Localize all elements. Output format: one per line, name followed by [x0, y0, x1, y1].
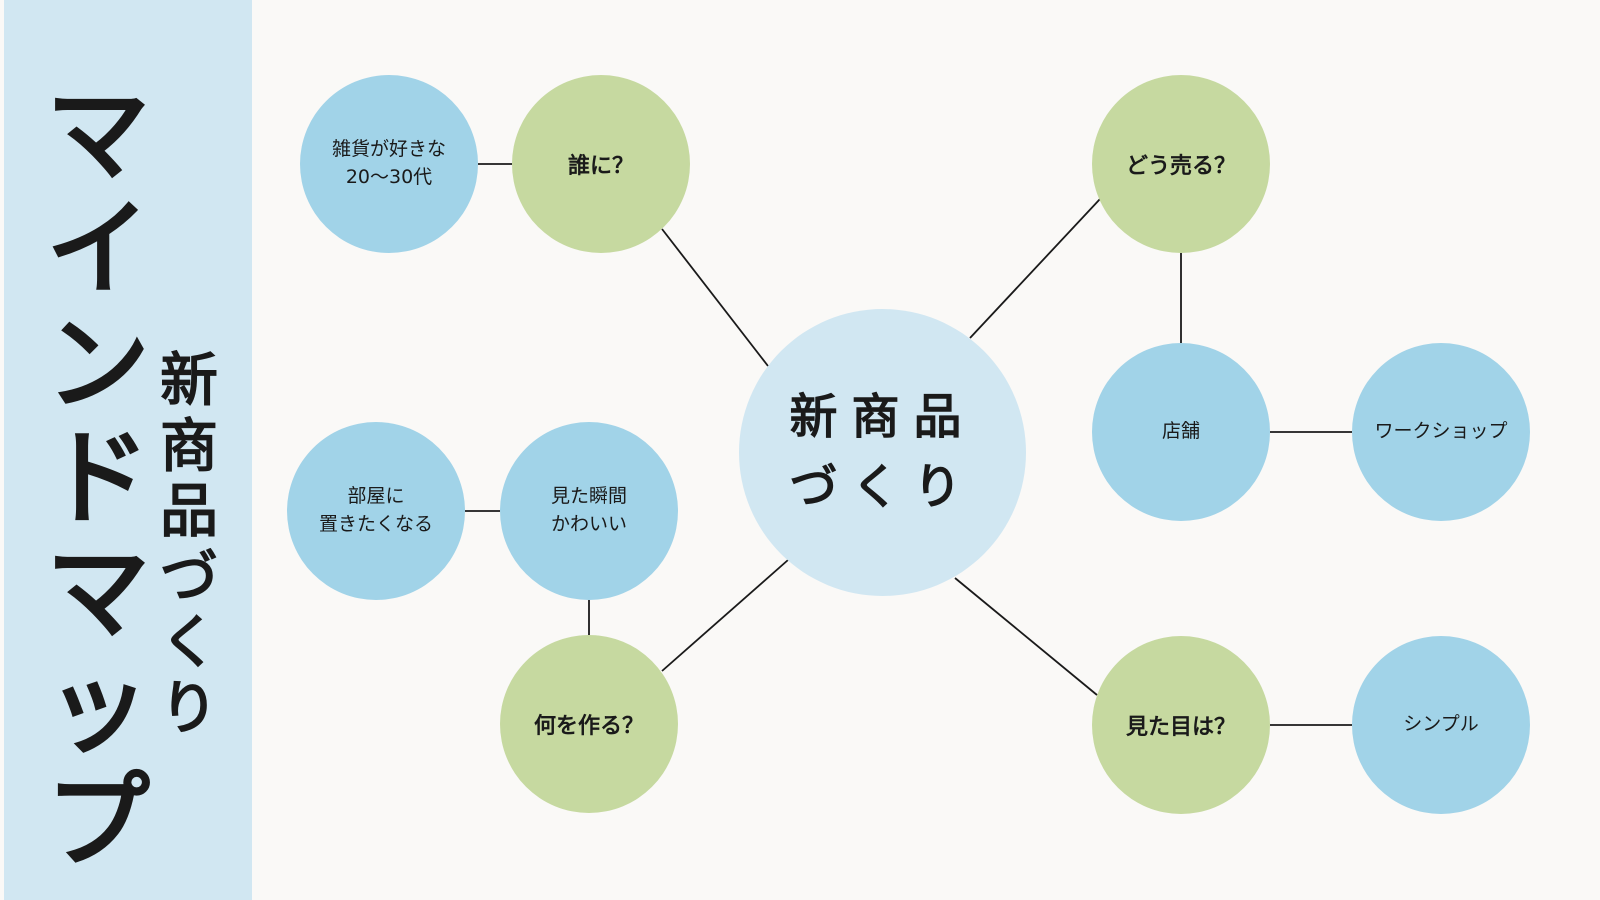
node-what-label: 何を作る？ [533, 714, 644, 739]
page-subtitle: 新商品づくり [159, 346, 218, 742]
node-store-label: 店舗 [1161, 420, 1200, 443]
node-who-detail-label: 雑貨が好きな 20〜30代 [331, 138, 446, 188]
center-node[interactable]: 新商品 づくり [739, 309, 1026, 596]
connector-center-how-sell [969, 198, 1101, 339]
sidebar-panel: マインドマップ 新商品づくり [4, 0, 252, 900]
node-who-detail[interactable]: 雑貨が好きな 20〜30代 [300, 75, 478, 253]
node-what[interactable]: 何を作る？ [500, 635, 678, 813]
node-who-label: 誰に？ [567, 154, 634, 179]
node-how-sell[interactable]: どう売る？ [1092, 75, 1270, 253]
node-look[interactable]: 見た目は？ [1092, 636, 1270, 814]
node-workshop[interactable]: ワークショップ [1352, 343, 1530, 521]
connector-center-look [954, 577, 1098, 696]
node-look-label: 見た目は？ [1125, 715, 1236, 740]
node-store[interactable]: 店舗 [1092, 343, 1270, 521]
node-what-detail2[interactable]: 部屋に 置きたくなる [287, 422, 465, 600]
connector-center-what [661, 559, 789, 672]
center-node-label: 新商品 づくり [789, 388, 976, 515]
node-what-detail-label: 見た瞬間 かわいい [550, 485, 627, 535]
page-title: マインドマップ [45, 74, 150, 883]
node-what-detail[interactable]: 見た瞬間 かわいい [500, 422, 678, 600]
node-how-sell-label: どう売る？ [1125, 154, 1236, 179]
node-simple-label: シンプル [1403, 713, 1479, 736]
node-who[interactable]: 誰に？ [512, 75, 690, 253]
node-workshop-label: ワークショップ [1374, 420, 1508, 443]
node-simple[interactable]: シンプル [1352, 636, 1530, 814]
node-what-detail2-label: 部屋に 置きたくなる [318, 485, 433, 535]
connector-center-who [661, 228, 769, 367]
